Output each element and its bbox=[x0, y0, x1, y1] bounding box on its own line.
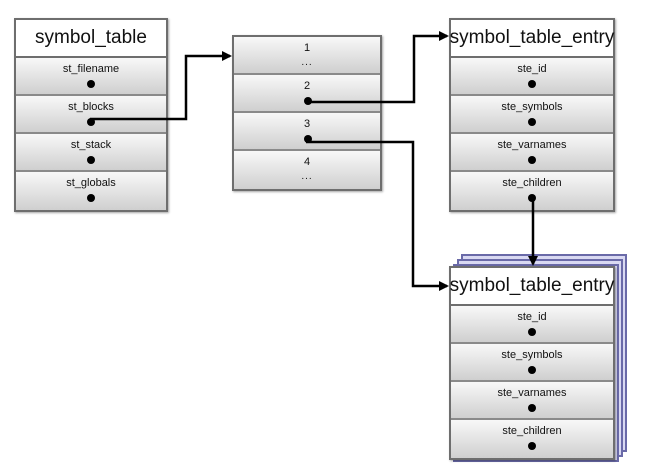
entry-bottom-ste-children-field: ste_children bbox=[451, 420, 613, 458]
entry-bottom-ste-varnames-label: ste_varnames bbox=[497, 387, 567, 399]
st-filename-field: st_filename bbox=[16, 58, 166, 96]
st-stack-pointer-dot bbox=[87, 156, 95, 164]
entry-bottom-title: symbol_table_entry bbox=[450, 268, 614, 306]
block-slot-4-number: 4 bbox=[303, 156, 311, 168]
block-slot-3-number: 3 bbox=[303, 118, 311, 130]
entry-bottom-ste-varnames-field: ste_varnames bbox=[451, 382, 613, 420]
symbol-table-title: symbol_table bbox=[16, 20, 166, 58]
st-globals-pointer-dot bbox=[87, 194, 95, 202]
block-slot-2-number: 2 bbox=[303, 80, 311, 92]
entry-bottom-ste-symbols-field: ste_symbols bbox=[451, 344, 613, 382]
block-2-to-entry-top-arrow bbox=[306, 31, 449, 104]
block-slot-3-pointer-dot bbox=[304, 135, 312, 143]
block-3-to-entry-bottom-arrow bbox=[306, 140, 449, 291]
entry-bottom-ste-children-label: ste_children bbox=[502, 425, 562, 437]
entry-top-ste-children-label: ste_children bbox=[502, 177, 562, 189]
symbol-table-entry-top-box: symbol_table_entry ste_id ste_symbols st… bbox=[449, 18, 615, 212]
entry-top-title: symbol_table_entry bbox=[450, 20, 614, 58]
entry-top-ste-symbols-label: ste_symbols bbox=[501, 101, 563, 113]
st-filename-pointer-dot bbox=[87, 80, 95, 88]
st-stack-label: st_stack bbox=[70, 139, 112, 151]
st-globals-label: st_globals bbox=[66, 177, 116, 189]
entry-top-ste-varnames-label: ste_varnames bbox=[497, 139, 567, 151]
entry-bottom-ste-varnames-pointer-dot bbox=[528, 404, 536, 412]
st-blocks-label: st_blocks bbox=[68, 101, 114, 113]
block-slot-1-number: 1 bbox=[303, 42, 311, 54]
symbol-table-entry-bottom-box: symbol_table_entry ste_id ste_symbols st… bbox=[449, 266, 615, 460]
block-slot-2: 2 bbox=[234, 75, 380, 113]
entry-bottom-ste-children-pointer-dot bbox=[528, 442, 536, 450]
block-slot-4: 4 ... bbox=[234, 151, 380, 189]
block-slot-3: 3 bbox=[234, 113, 380, 151]
st-blocks-to-blocks-arrow bbox=[90, 51, 232, 121]
entry-top-ste-children-pointer-dot bbox=[528, 194, 536, 202]
entry-top-ste-symbols-pointer-dot bbox=[528, 118, 536, 126]
blocks-array-box: 1 ... 2 3 4 ... bbox=[232, 35, 382, 191]
entry-bottom-ste-symbols-pointer-dot bbox=[528, 366, 536, 374]
entry-bottom-ste-id-label: ste_id bbox=[517, 311, 547, 323]
st-blocks-pointer-dot bbox=[87, 118, 95, 126]
entry-top-ste-symbols-field: ste_symbols bbox=[451, 96, 613, 134]
st-blocks-field: st_blocks bbox=[16, 96, 166, 134]
entry-bottom-ste-id-pointer-dot bbox=[528, 328, 536, 336]
entry-top-ste-varnames-field: ste_varnames bbox=[451, 134, 613, 172]
symbol-table-box: symbol_table st_filename st_blocks st_st… bbox=[14, 18, 168, 212]
st-globals-field: st_globals bbox=[16, 172, 166, 210]
entry-top-ste-id-field: ste_id bbox=[451, 58, 613, 96]
block-slot-1-ellipsis: ... bbox=[301, 57, 313, 68]
st-stack-field: st_stack bbox=[16, 134, 166, 172]
entry-top-ste-varnames-pointer-dot bbox=[528, 156, 536, 164]
entry-bottom-ste-id-field: ste_id bbox=[451, 306, 613, 344]
entry-bottom-ste-symbols-label: ste_symbols bbox=[501, 349, 563, 361]
block-slot-1: 1 ... bbox=[234, 37, 380, 75]
st-filename-label: st_filename bbox=[62, 63, 120, 75]
entry-top-ste-id-pointer-dot bbox=[528, 80, 536, 88]
entry-top-ste-id-label: ste_id bbox=[517, 63, 547, 75]
block-slot-4-ellipsis: ... bbox=[301, 171, 313, 182]
